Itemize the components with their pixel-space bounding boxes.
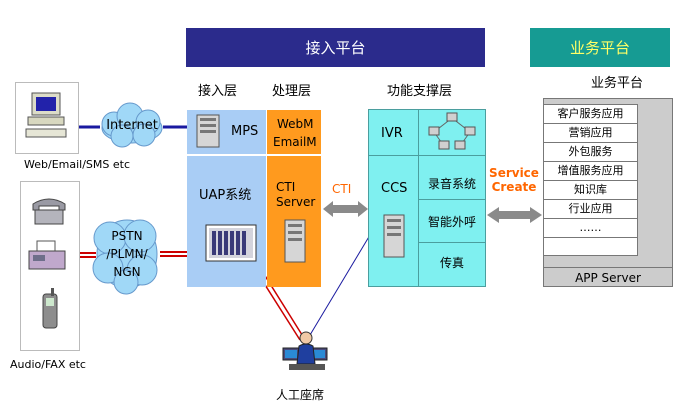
ccs-label: CCS bbox=[381, 181, 408, 196]
support-layer-title: 功能支撑层 bbox=[387, 84, 453, 99]
service-create-label: Service Create bbox=[487, 166, 541, 194]
uap-device-icon bbox=[205, 224, 257, 262]
support-right-divider-1 bbox=[418, 199, 486, 200]
mps-label: MPS bbox=[231, 124, 259, 139]
ivr-network-icon bbox=[428, 112, 476, 150]
telephone-icon bbox=[32, 198, 66, 225]
cti-server-icon bbox=[284, 219, 306, 263]
mps-server-icon bbox=[196, 114, 220, 148]
web-client-box bbox=[15, 82, 79, 154]
outbound-label: 智能外呼 bbox=[428, 215, 477, 229]
cti-link-label: CTI bbox=[332, 182, 352, 196]
service-create-line-1: Service bbox=[489, 166, 539, 180]
audio-client-label: Audio/FAX etc bbox=[10, 358, 86, 371]
cti-server-line-2: Server bbox=[276, 195, 316, 209]
pstn-cloud bbox=[92, 219, 158, 295]
business-item-3: 外包服务 bbox=[543, 142, 638, 161]
agent-label: 人工座席 bbox=[276, 388, 325, 402]
uap-label: UAP系统 bbox=[199, 188, 252, 203]
processing-layer-title: 处理层 bbox=[272, 84, 312, 99]
service-double-arrow bbox=[487, 207, 542, 223]
pstn-line-1: PSTN bbox=[111, 229, 143, 243]
internet-label: Internet bbox=[106, 118, 158, 133]
service-create-line-2: Create bbox=[491, 180, 537, 194]
business-item-5: 知识库 bbox=[543, 180, 638, 199]
pstn-label: PSTN /PLMN/ NGN bbox=[90, 227, 164, 281]
fax-service-label: 传真 bbox=[440, 256, 465, 270]
cti-double-arrow bbox=[323, 201, 368, 217]
app-server-label: APP Server bbox=[543, 267, 673, 287]
processing-divider bbox=[267, 154, 321, 156]
access-layer-title: 接入层 bbox=[198, 84, 238, 99]
business-item-6: 行业应用 bbox=[543, 199, 638, 218]
business-list: 客户服务应用 营销应用 外包服务 增值服务应用 知识库 行业应用 …… bbox=[543, 104, 638, 256]
business-platform-banner: 业务平台 bbox=[530, 28, 670, 67]
ccs-agent-line bbox=[309, 234, 371, 336]
pstn-line-2: /PLMN/ bbox=[106, 247, 148, 261]
computer-icon bbox=[25, 92, 67, 138]
business-item-1: 客户服务应用 bbox=[543, 104, 638, 123]
access-divider bbox=[187, 154, 266, 156]
internet-cloud bbox=[101, 102, 163, 148]
business-item-7: …… bbox=[543, 218, 638, 237]
pstn-line-3: NGN bbox=[113, 265, 141, 279]
cti-server-line-1: CTI bbox=[276, 180, 296, 194]
ccs-server-icon bbox=[383, 214, 405, 258]
business-platform-title: 业务平台 bbox=[569, 39, 630, 57]
mobile-phone-icon bbox=[42, 288, 58, 329]
business-item-4: 增值服务应用 bbox=[543, 161, 638, 180]
webm-label: WebM bbox=[277, 117, 314, 131]
business-item-8 bbox=[543, 237, 638, 256]
emailm-label: EmailM bbox=[273, 135, 317, 149]
web-client-label: Web/Email/SMS etc bbox=[24, 158, 130, 171]
support-hdivider bbox=[368, 155, 486, 156]
recording-label: 录音系统 bbox=[428, 177, 477, 191]
access-platform-banner: 接入平台 bbox=[186, 28, 485, 67]
support-right-divider-2 bbox=[418, 242, 486, 243]
business-layer-title: 业务平台 bbox=[591, 76, 644, 91]
audio-client-box bbox=[20, 181, 80, 351]
fax-machine-icon bbox=[28, 240, 66, 270]
access-platform-title: 接入平台 bbox=[305, 39, 366, 57]
agent-icon bbox=[282, 331, 328, 370]
support-vdivider bbox=[418, 109, 419, 287]
business-item-2: 营销应用 bbox=[543, 123, 638, 142]
ivr-label: IVR bbox=[381, 126, 403, 141]
cti-server-label: CTI Server bbox=[276, 180, 315, 210]
